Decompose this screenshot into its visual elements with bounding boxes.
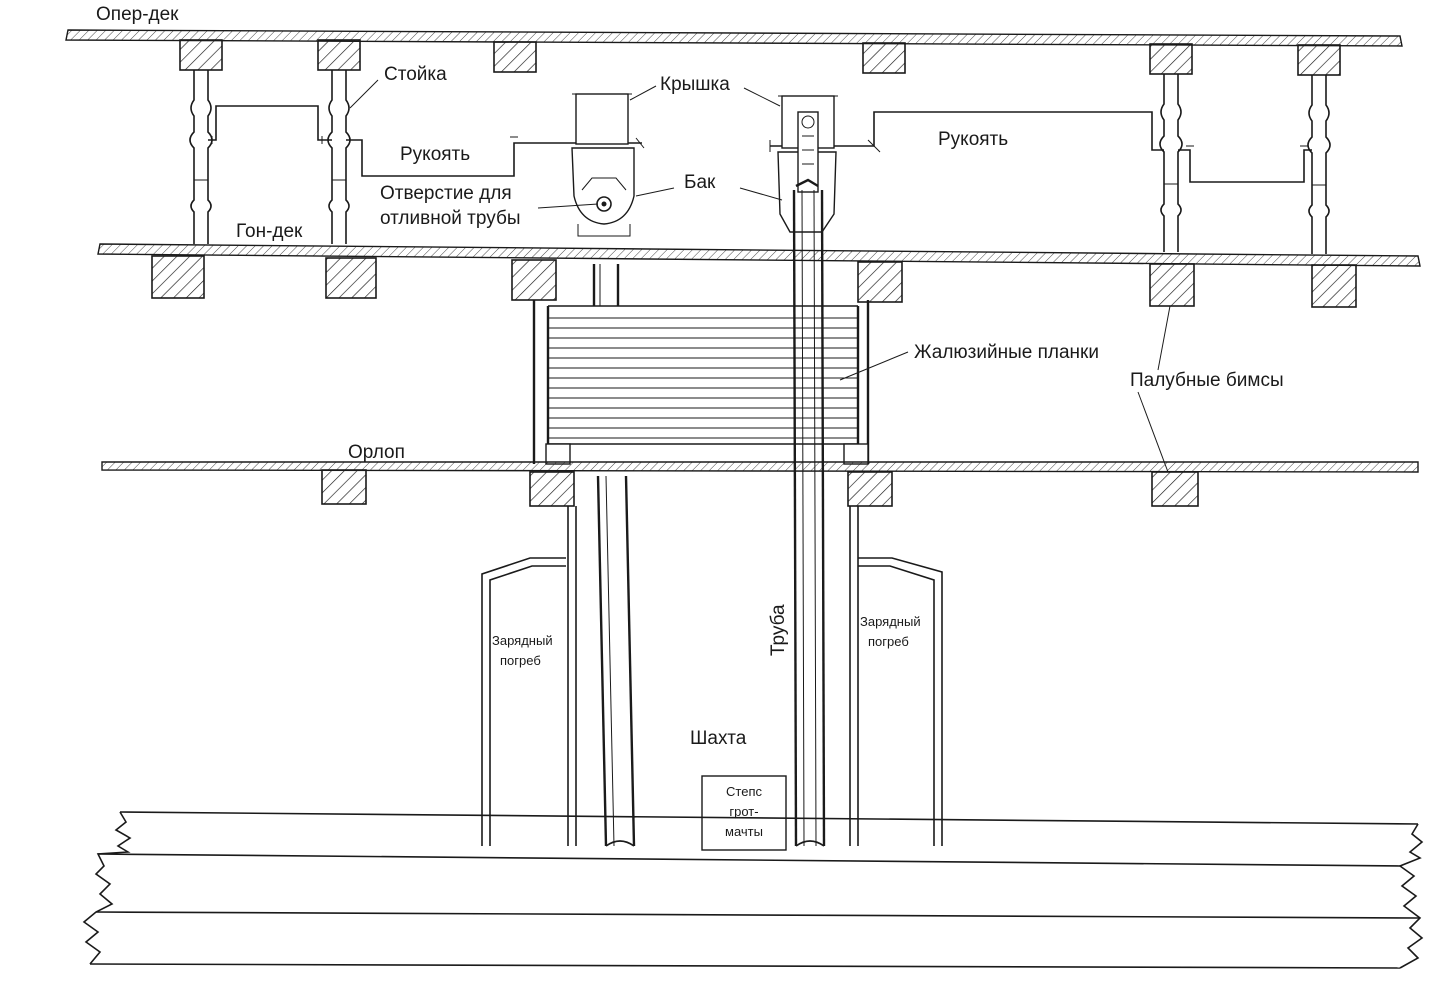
label-kryshka: Крышка — [660, 74, 730, 95]
label-otverstie-line2: отливной трубы — [380, 208, 521, 229]
deck-beam — [1297, 44, 1341, 76]
pump-handles — [208, 105, 1312, 183]
label-otverstie-line1: Отверстие для — [380, 183, 512, 204]
deck-beam — [151, 255, 205, 299]
stanchion — [1307, 75, 1331, 254]
deck-beam — [1151, 471, 1199, 507]
stanchion — [327, 70, 351, 244]
label-shakhta: Шахта — [690, 728, 747, 749]
hold-planks — [82, 811, 1424, 969]
deck-beam — [317, 39, 361, 71]
right-pump — [777, 95, 838, 233]
orlop-deck — [101, 461, 1419, 507]
mast-step-box — [701, 775, 787, 851]
powder-magazines — [481, 506, 943, 846]
deck-beam — [179, 39, 223, 71]
stanchion — [189, 70, 213, 244]
label-stoika: Стойка — [384, 64, 447, 85]
leader-lines — [349, 79, 1171, 473]
left-pump — [571, 93, 635, 237]
deck-beam — [529, 471, 575, 507]
deck-beam — [857, 261, 903, 303]
label-steps-2: грот- — [729, 804, 758, 819]
label-steps-3: мачты — [725, 824, 763, 839]
deck-beam — [325, 257, 377, 299]
louvre-slats — [548, 317, 858, 439]
label-rukoyat-left: Рукоять — [400, 144, 470, 165]
oper-deck — [65, 29, 1403, 76]
label-rukoyat-right: Рукоять — [938, 129, 1008, 150]
pump-well — [532, 300, 870, 465]
label-oper-dek: Опер-дек — [96, 4, 179, 25]
gon-deck — [97, 243, 1421, 308]
label-orlop: Орлоп — [348, 442, 405, 463]
deck-beam — [1311, 264, 1357, 308]
deck-beam — [1149, 43, 1193, 75]
deck-beam — [493, 41, 537, 73]
label-zaryadny-left-1: Зарядный — [492, 633, 553, 648]
pump-pipes — [592, 178, 826, 847]
deck-beam — [862, 42, 906, 74]
stanchion — [1159, 74, 1183, 252]
deck-beam — [847, 471, 893, 507]
deck-beam — [1149, 263, 1195, 307]
label-steps-1: Степс — [726, 784, 762, 799]
label-zaryadny-right-2: погреб — [868, 634, 909, 649]
label-gon-dek: Гон-дек — [236, 221, 303, 242]
label-bak: Бак — [684, 172, 716, 193]
label-truba: Труба — [768, 604, 789, 656]
label-zaryadny-right-1: Зарядный — [860, 614, 921, 629]
label-palubnye: Палубные бимсы — [1130, 370, 1284, 391]
deck-beam — [511, 259, 557, 301]
label-zaryadny-left-2: погреб — [500, 653, 541, 668]
deck-beam — [321, 469, 367, 505]
label-zhalyuziynye: Жалюзийные планки — [914, 342, 1099, 363]
